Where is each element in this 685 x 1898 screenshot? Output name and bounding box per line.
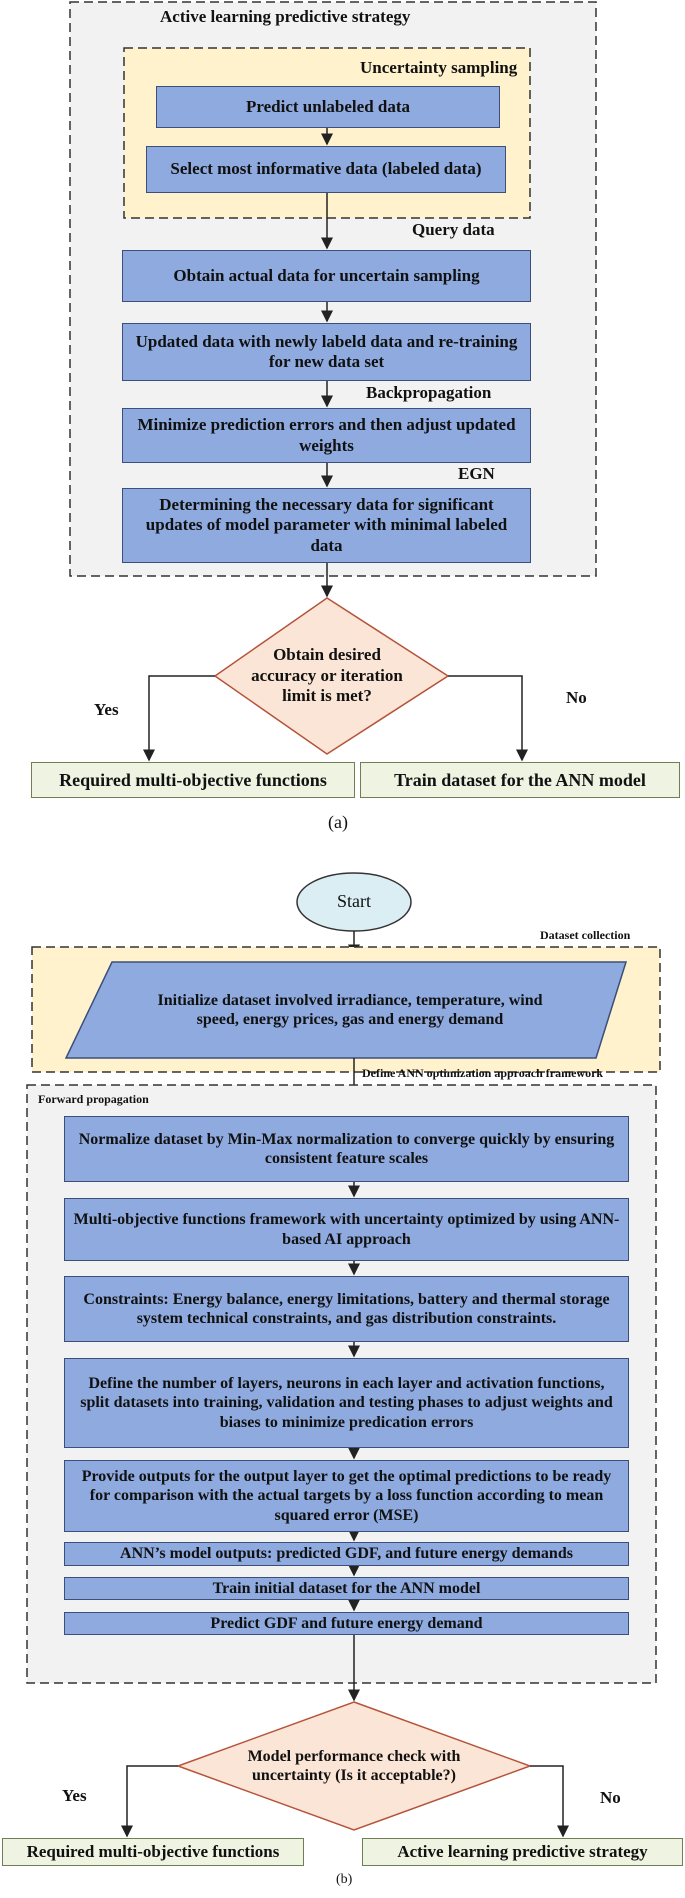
normalize-box: Normalize dataset by Min-Max normalizati… (64, 1116, 629, 1182)
caption-a: (a) (328, 812, 348, 832)
required-objectives-box-a: Required multi-objective functions (31, 762, 355, 798)
decision-diamond-a (213, 597, 450, 755)
multi-objective-box: Multi-objective functions framework with… (64, 1198, 629, 1261)
query-data-label: Query data (412, 220, 495, 239)
required-objectives-box-b: Required multi-objective functions (2, 1838, 304, 1866)
decision-b-text: Model performance check with uncertainty… (247, 1747, 461, 1784)
no-label-a: No (566, 688, 587, 707)
no-label-b: No (600, 1788, 621, 1807)
select-informative-box: Select most informative data (labeled da… (146, 146, 506, 193)
dataset-collection-label: Dataset collection (540, 928, 631, 942)
uncertainty-sampling-label: Uncertainty sampling (360, 58, 518, 77)
active-learning-box-b: Active learning predictive strategy (362, 1838, 683, 1866)
updated-data-box: Updated data with newly labeld data and … (122, 323, 531, 381)
initialize-dataset-text: Initialize dataset involved irradiance, … (157, 991, 543, 1028)
decision-a-text: Obtain desired accuracy or iteration lim… (251, 645, 403, 706)
initialize-dataset-parallelogram (64, 961, 628, 1059)
ann-outputs-box: ANN’s model outputs: predicted GDF, and … (64, 1542, 629, 1566)
train-dataset-box-a: Train dataset for the ANN model (360, 762, 680, 798)
egn-label: EGN (458, 464, 495, 483)
determining-data-box: Determining the necessary data for signi… (122, 488, 531, 563)
yes-label-a: Yes (94, 700, 119, 719)
active-learning-title: Active learning predictive strategy (160, 7, 411, 26)
train-initial-box: Train initial dataset for the ANN model (64, 1577, 629, 1600)
constraints-box: Constraints: Energy balance, energy limi… (64, 1276, 629, 1342)
start-text: Start (337, 891, 371, 912)
minimize-errors-box: Minimize prediction errors and then adju… (122, 408, 531, 463)
yes-label-b: Yes (62, 1786, 87, 1805)
forward-propagation-label: Forward propagation (38, 1092, 149, 1106)
define-layers-box: Define the number of layers, neurons in … (64, 1358, 629, 1448)
backpropagation-label: Backpropagation (366, 383, 492, 402)
predict-unlabeled-box: Predict unlabeled data (156, 86, 500, 128)
provide-outputs-box: Provide outputs for the output layer to … (64, 1460, 629, 1532)
obtain-actual-box: Obtain actual data for uncertain samplin… (122, 250, 531, 302)
define-ann-label: Define ANN optimization approach framewo… (362, 1066, 604, 1080)
decision-diamond-b (175, 1701, 533, 1831)
predict-gdf-box: Predict GDF and future energy demand (64, 1612, 629, 1635)
caption-b: (b) (336, 1872, 353, 1887)
